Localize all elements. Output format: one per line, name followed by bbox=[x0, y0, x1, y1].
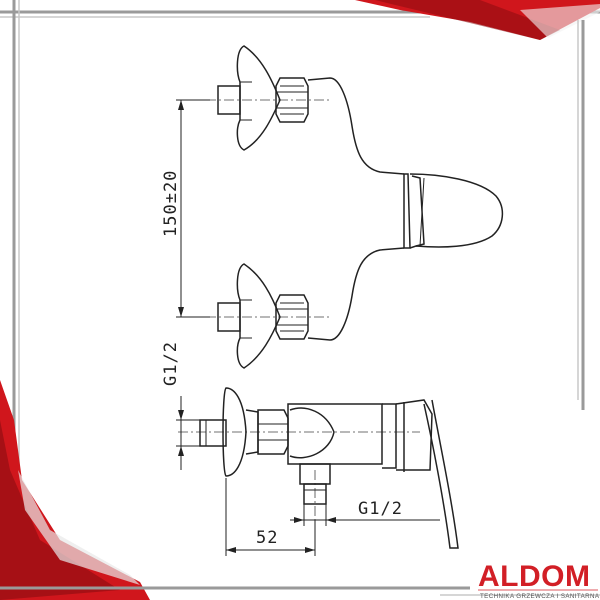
brand-logo: ALDOM TECHNIKA GRZEWCZA I SANITARNA bbox=[478, 560, 600, 600]
dimension-thread-top: G1/2 bbox=[161, 341, 200, 470]
side-view bbox=[178, 387, 459, 549]
lower-inlet bbox=[217, 263, 309, 369]
brand-name: ALDOM bbox=[478, 560, 590, 593]
lever bbox=[403, 173, 411, 249]
upper-inlet bbox=[217, 45, 309, 151]
brand-tagline: TECHNIKA GRZEWCZA I SANITARNA bbox=[480, 593, 600, 600]
depth-label: 52 bbox=[256, 528, 278, 548]
dimension-thread-bottom: G1/2 bbox=[290, 499, 440, 526]
spacing-label: 150±20 bbox=[161, 170, 181, 237]
dimension-spacing: 150±20 bbox=[161, 99, 210, 318]
mixer-body bbox=[307, 77, 405, 341]
front-view bbox=[188, 45, 504, 369]
side-lever bbox=[423, 399, 459, 549]
thread-top-label: G1/2 bbox=[161, 341, 181, 386]
thread-bottom-label: G1/2 bbox=[358, 499, 403, 519]
dimension-depth: 52 bbox=[225, 478, 316, 556]
